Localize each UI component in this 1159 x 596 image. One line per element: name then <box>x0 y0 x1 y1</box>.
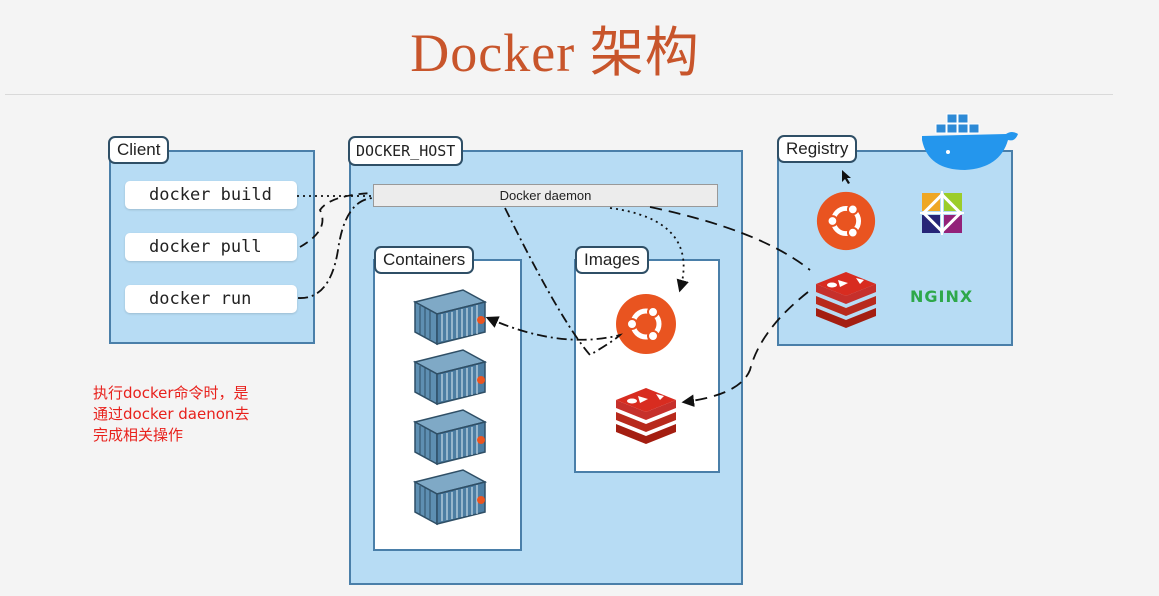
redis-image-icon <box>616 388 676 444</box>
container-icon <box>414 409 486 465</box>
docker-pull-command[interactable]: docker pull <box>125 233 297 261</box>
docker-host-label: DOCKER_HOST <box>348 136 464 166</box>
docker-daemon-bar: Docker daemon <box>373 184 718 207</box>
registry-to-image-connector <box>681 291 809 407</box>
docker-run-command[interactable]: docker run <box>125 285 297 313</box>
centos-icon <box>920 191 964 235</box>
ubuntu-icon <box>817 192 875 250</box>
daemon-to-image-connector <box>609 207 689 293</box>
client-label: Client <box>108 136 170 164</box>
container-icon <box>414 289 486 345</box>
docker-build-command[interactable]: docker build <box>125 181 297 209</box>
note-line-3: 完成相关操作 <box>93 426 184 444</box>
nginx-logo: NGINX <box>910 287 974 306</box>
containers-label: Containers <box>374 246 475 274</box>
note-line-2: 通过docker daenon去 <box>93 405 250 423</box>
pull-connector <box>299 192 374 248</box>
redis-icon-registry <box>816 272 876 328</box>
page-title: Docker 架构 <box>410 23 700 83</box>
container-icon <box>414 469 486 525</box>
container-icon <box>414 349 486 405</box>
docker-whale-icon <box>922 113 1018 170</box>
image-to-container-connector <box>485 207 623 357</box>
registry-label: Registry <box>777 135 858 163</box>
images-label: Images <box>575 246 649 274</box>
ubuntu-image-icon <box>616 294 676 354</box>
annotation-note: 执行docker命令时，是 通过docker daenon去 完成相关操作 <box>93 383 323 446</box>
cursor-icon <box>842 170 851 184</box>
run-connector <box>297 197 374 299</box>
note-line-1: 执行docker命令时，是 <box>93 384 249 402</box>
daemon-to-registry-connector <box>649 206 811 271</box>
title-divider <box>5 94 1113 95</box>
